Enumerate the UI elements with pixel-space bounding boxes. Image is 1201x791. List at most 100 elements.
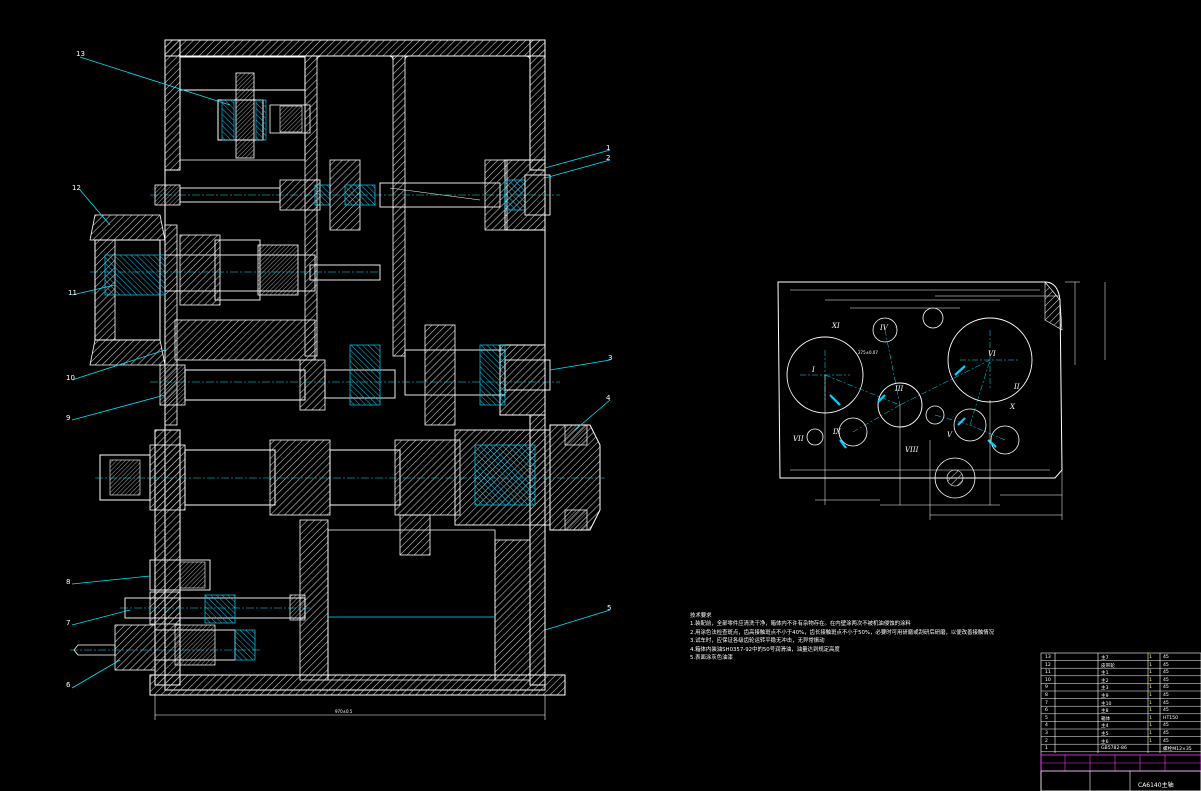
bom-cell-name: 主9 [1101, 694, 1109, 699]
shaft-label-I: I [812, 366, 815, 374]
top-gear-assembly [217, 72, 311, 159]
bom-cell-name: 主10 [1101, 701, 1112, 707]
callout-2: 2 [606, 154, 611, 162]
callout-12: 12 [72, 184, 81, 192]
bom-cell-qty: 1 [1149, 670, 1152, 676]
bom-cell-name: GB5782-86 [1101, 746, 1127, 752]
callout-6: 6 [66, 681, 71, 689]
overall-width-label: 970±0.5 [335, 709, 353, 714]
shaft-label-VIII: VIII [905, 446, 919, 454]
title-block-grid [1040, 652, 1201, 791]
note-item: 5.表面涂灰色油漆 [690, 655, 733, 662]
side-view [777, 281, 1106, 520]
bom-cell-mat: 45 [1163, 700, 1169, 706]
shaft-label-VI: VI [988, 350, 996, 358]
callout-10: 10 [66, 374, 75, 382]
callout-8: 8 [66, 578, 71, 586]
callout-9: 9 [66, 414, 71, 422]
note-item: 1.装配前，全部零件应清洗干净，箱体内不许有杂物存在。在内壁涂两次不被机油侵蚀的… [690, 621, 911, 628]
main-spindle [95, 424, 605, 556]
bom-row: 9 主3 1 45 [1041, 685, 1201, 691]
callout-4: 4 [606, 394, 611, 402]
note-item: 3.试车时，应保证各级齿轮运转平稳无冲击，无异常振动 [690, 638, 825, 645]
bom-cell-no: 12 [1045, 662, 1051, 668]
bom-cell-mat: 45 [1163, 677, 1169, 683]
bom-cell-name: 主4 [1101, 724, 1109, 730]
shaft-upper [150, 159, 560, 231]
shaft-label-II: II [1014, 383, 1020, 391]
bom-cell-mat: 45 [1163, 655, 1169, 660]
bom-cell-no: 1 [1045, 746, 1048, 752]
bom-cell-mat: 45 [1163, 662, 1169, 668]
callout-1: 1 [606, 144, 611, 152]
bom-cell-qty: 1 [1149, 693, 1152, 698]
bom-cell-mat: HT150 [1163, 715, 1179, 721]
bom-cell-mat: 45 [1163, 731, 1169, 736]
bom-cell-no: 3 [1045, 731, 1048, 736]
bom-row: 7 主10 1 45 [1041, 701, 1201, 707]
bom-row: 11 主1 1 45 [1041, 670, 1201, 676]
bom-row-lines [1041, 660, 1201, 753]
shaft-label-VII: VII [793, 435, 804, 443]
bom-row: 1 GB5782-86 螺栓M12×35 [1041, 746, 1201, 752]
bom-cell-name: 主6 [1101, 739, 1109, 745]
title-block-accent-row [1040, 754, 1201, 791]
bom-cell-mat: 45 [1163, 738, 1169, 744]
bom-cell-qty: 1 [1149, 708, 1152, 714]
bom-cell-no: 11 [1045, 670, 1051, 676]
bom-cell-name: 主7 [1101, 656, 1109, 661]
bom-cell-name: 皮带轮 [1101, 663, 1115, 669]
shaft-label-IV: IV [880, 324, 888, 332]
bom-row: 12 皮带轮 1 45 [1041, 663, 1201, 669]
bom-cell-mat: 45 [1163, 670, 1169, 676]
shaft-label-III: III [895, 385, 904, 393]
shaft-label-XI: XI [832, 322, 840, 330]
bom-cell-qty: 1 [1149, 662, 1152, 668]
bom-row: 13 主7 1 45 [1041, 655, 1201, 661]
overall-width-dimension [154, 695, 546, 720]
bom-cell-mat: 螺栓M12×35 [1163, 747, 1192, 753]
bom-cell-name: 主3 [1101, 686, 1109, 692]
shaft-middle [150, 319, 560, 426]
pulley-assembly [89, 214, 381, 366]
callout-leaders [71, 56, 611, 689]
bom-cell-mat: 45 [1163, 685, 1169, 691]
bom-cell-qty: 1 [1149, 723, 1152, 729]
drawing-title: CA6140主轴 [1138, 782, 1174, 789]
bom-cell-name: 箱体 [1101, 716, 1111, 722]
callout-5: 5 [607, 604, 612, 612]
bom-cell-qty: 1 [1149, 655, 1152, 660]
bom-cell-name: 主5 [1101, 732, 1109, 737]
bom-cell-qty: 1 [1149, 700, 1152, 706]
callout-7: 7 [66, 619, 71, 627]
bom-cell-name: 主1 [1101, 671, 1109, 677]
bom-cell-no: 6 [1045, 708, 1048, 714]
bom-cell-no: 7 [1045, 700, 1048, 706]
bom-cell-no: 5 [1045, 715, 1048, 721]
bom-cell-no: 4 [1045, 723, 1048, 729]
bom-cell-qty: 1 [1149, 738, 1152, 744]
bom-cell-mat: 45 [1163, 693, 1169, 698]
bom-cell-mat: 45 [1163, 723, 1169, 729]
bom-cell-no: 10 [1045, 677, 1051, 683]
bom-row: 4 主4 1 45 [1041, 723, 1201, 729]
bom-cell-qty: 1 [1149, 677, 1152, 683]
bom-cell-name: 主8 [1101, 709, 1109, 715]
shaft-label-V: V [947, 431, 953, 439]
technical-requirements: 技术要求 1.装配前，全部零件应清洗干净，箱体内不许有杂物存在。在内壁涂两次不被… [690, 612, 1010, 662]
notes-title: 技术要求 [690, 613, 712, 619]
bom-cell-no: 9 [1045, 685, 1048, 691]
callout-3: 3 [608, 354, 613, 362]
bom-cell-qty: 1 [1149, 685, 1152, 691]
note-item: 4.箱体内装油SH0357-92中的50号润滑油，油量达到规定高度 [690, 646, 840, 653]
shaft-label-IX: IX [833, 428, 841, 436]
bom-cell-no: 8 [1045, 693, 1048, 698]
bom-cell-no: 13 [1045, 655, 1051, 660]
